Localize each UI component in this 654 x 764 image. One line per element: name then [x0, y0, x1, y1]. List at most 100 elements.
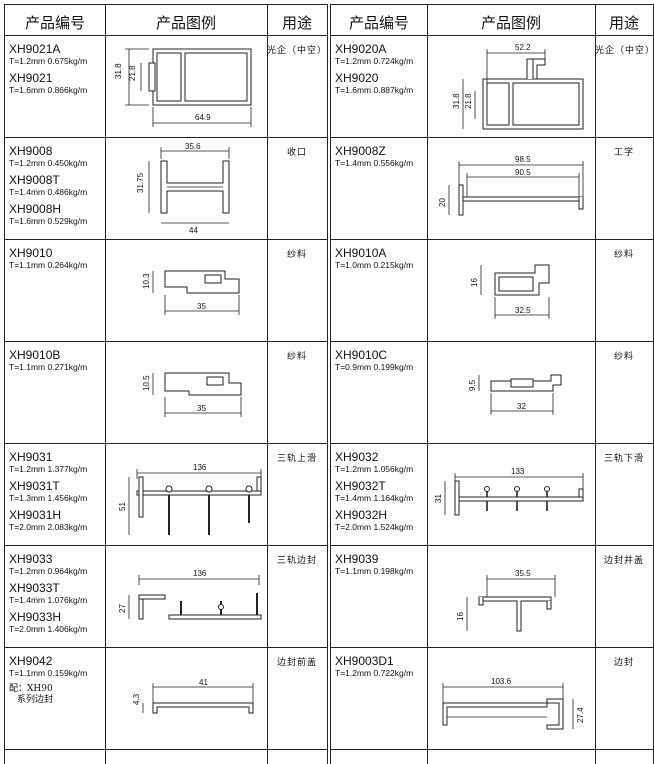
usage-label: 纱料 — [613, 250, 634, 260]
dim-label: 35.6 — [185, 142, 201, 151]
profile-drawing: 52.2 31.8 21.8 — [452, 43, 584, 130]
product-spec: T=1.2mm 0.450kg/m — [9, 158, 88, 168]
product-code: XH9032 — [335, 450, 379, 464]
product-code: XH9031H — [9, 508, 62, 522]
product-code: XH9020A — [335, 42, 387, 56]
product-spec: T=1.2mm 0.675kg/m — [9, 56, 88, 66]
product-spec: T=1.4mm 0.556kg/m — [335, 158, 414, 168]
usage-label: 纱料 — [286, 352, 307, 362]
usage-label: 纱料 — [613, 352, 634, 362]
product-code: XH9039 — [335, 552, 379, 566]
profile-drawing: 10.5 35 — [142, 372, 242, 417]
product-code: XH9032H — [335, 508, 388, 522]
product-code: XH9010A — [335, 246, 387, 260]
product-code: XH9031 — [9, 450, 53, 464]
usage-label: 光企（中空） — [267, 46, 328, 56]
product-code: XH9010B — [9, 348, 61, 362]
product-code: XH9010 — [9, 246, 53, 260]
dim-label: 90.5 — [515, 168, 531, 177]
product-spec: T=2.0mm 1.524kg/m — [335, 522, 414, 532]
product-code: XH9033H — [9, 610, 62, 624]
dim-label: 32 — [517, 402, 526, 411]
product-code: XH9008Z — [335, 144, 386, 158]
dim-label: 52.2 — [515, 43, 531, 52]
product-code: XH9020 — [335, 71, 379, 85]
product-spec: T=1.1mm 0.198kg/m — [335, 566, 414, 576]
product-spec: T=1.2mm 1.377kg/m — [9, 464, 88, 474]
product-code: XH9010C — [335, 348, 388, 362]
usage-label: 三轨下滑 — [603, 454, 644, 464]
profile-drawing: 136 51 — [118, 463, 262, 535]
header-code: 产品编号 — [24, 15, 85, 32]
product-spec: T=1.2mm 1.056kg/m — [335, 464, 414, 474]
usage-label: 边封前盖 — [276, 658, 317, 668]
dim-label: 136 — [193, 569, 207, 578]
header-code: 产品编号 — [348, 15, 409, 32]
dim-label: 21.8 — [464, 93, 473, 109]
dim-label: 16 — [470, 278, 479, 287]
product-spec: T=1.6mm 0.887kg/m — [335, 85, 414, 95]
profile-drawing: 16 32.5 — [470, 264, 550, 319]
note-line: 系列边封 — [17, 695, 54, 705]
product-code: XH9032T — [335, 479, 386, 493]
product-spec: T=1.4mm 1.076kg/m — [9, 595, 88, 605]
dim-label: 16 — [456, 612, 465, 621]
product-code: XH9003D1 — [335, 654, 394, 668]
product-spec: T=1.1mm 0.271kg/m — [9, 362, 88, 372]
note-line: 配：XH90 — [9, 684, 53, 694]
profile-drawing: 35.5 16 — [456, 569, 556, 632]
product-spec: T=0.9mm 0.199kg/m — [335, 362, 414, 372]
product-spec: T=1.2mm 0.722kg/m — [335, 668, 414, 678]
dim-label: 9.5 — [468, 379, 477, 391]
header-figure: 产品图例 — [155, 15, 216, 32]
right-header: 产品编号 产品图例 用途 — [331, 4, 653, 36]
dim-label: 31.75 — [136, 172, 145, 193]
profile-drawing: 31.8 21.8 64.9 — [114, 48, 252, 127]
usage-label: 收口 — [286, 148, 307, 158]
dim-label: 27.4 — [576, 707, 585, 723]
profile-drawing: 9.5 32 — [468, 374, 562, 415]
product-spec: T=1.0mm 0.215kg/m — [335, 260, 414, 270]
product-spec: T=1.6mm 0.529kg/m — [9, 216, 88, 226]
dim-label: 10.3 — [142, 273, 151, 289]
product-spec: T=1.1mm 0.264kg/m — [9, 260, 88, 270]
dim-label: 21.8 — [128, 65, 137, 81]
header-figure: 产品图例 — [480, 15, 541, 32]
dim-label: 27 — [118, 604, 127, 613]
dim-label: 10.5 — [142, 375, 151, 391]
product-spec: T=1.3mm 1.456kg/m — [9, 493, 88, 503]
dim-label: 20 — [438, 198, 447, 207]
usage-label: 边封 — [613, 658, 634, 668]
product-code: XH9042 — [9, 654, 53, 668]
dim-label: 4.3 — [132, 693, 141, 705]
profile-drawing: 10.3 35 — [142, 270, 240, 315]
product-spec: T=1.1mm 0.159kg/m — [9, 668, 88, 678]
usage-label: 三轨上滑 — [276, 454, 317, 464]
product-spec: T=1.2mm 0.724kg/m — [335, 56, 414, 66]
profile-drawing: 136 27 — [118, 569, 262, 620]
product-code: XH9033T — [9, 581, 60, 595]
dim-label: 103.6 — [491, 677, 512, 686]
dim-label: 98.5 — [515, 155, 531, 164]
dim-label: 31.8 — [114, 63, 123, 79]
usage-label: 纱料 — [286, 250, 307, 260]
product-spec: T=1.2mm 0.964kg/m — [9, 566, 88, 576]
left-header: 产品编号 产品图例 用途 — [5, 4, 327, 36]
profile-drawing: 35.6 31.75 44 — [136, 142, 230, 235]
dim-label: 32.5 — [515, 306, 531, 315]
profile-drawing: 103.6 27.4 — [442, 677, 585, 730]
product-code: XH9008 — [9, 144, 53, 158]
